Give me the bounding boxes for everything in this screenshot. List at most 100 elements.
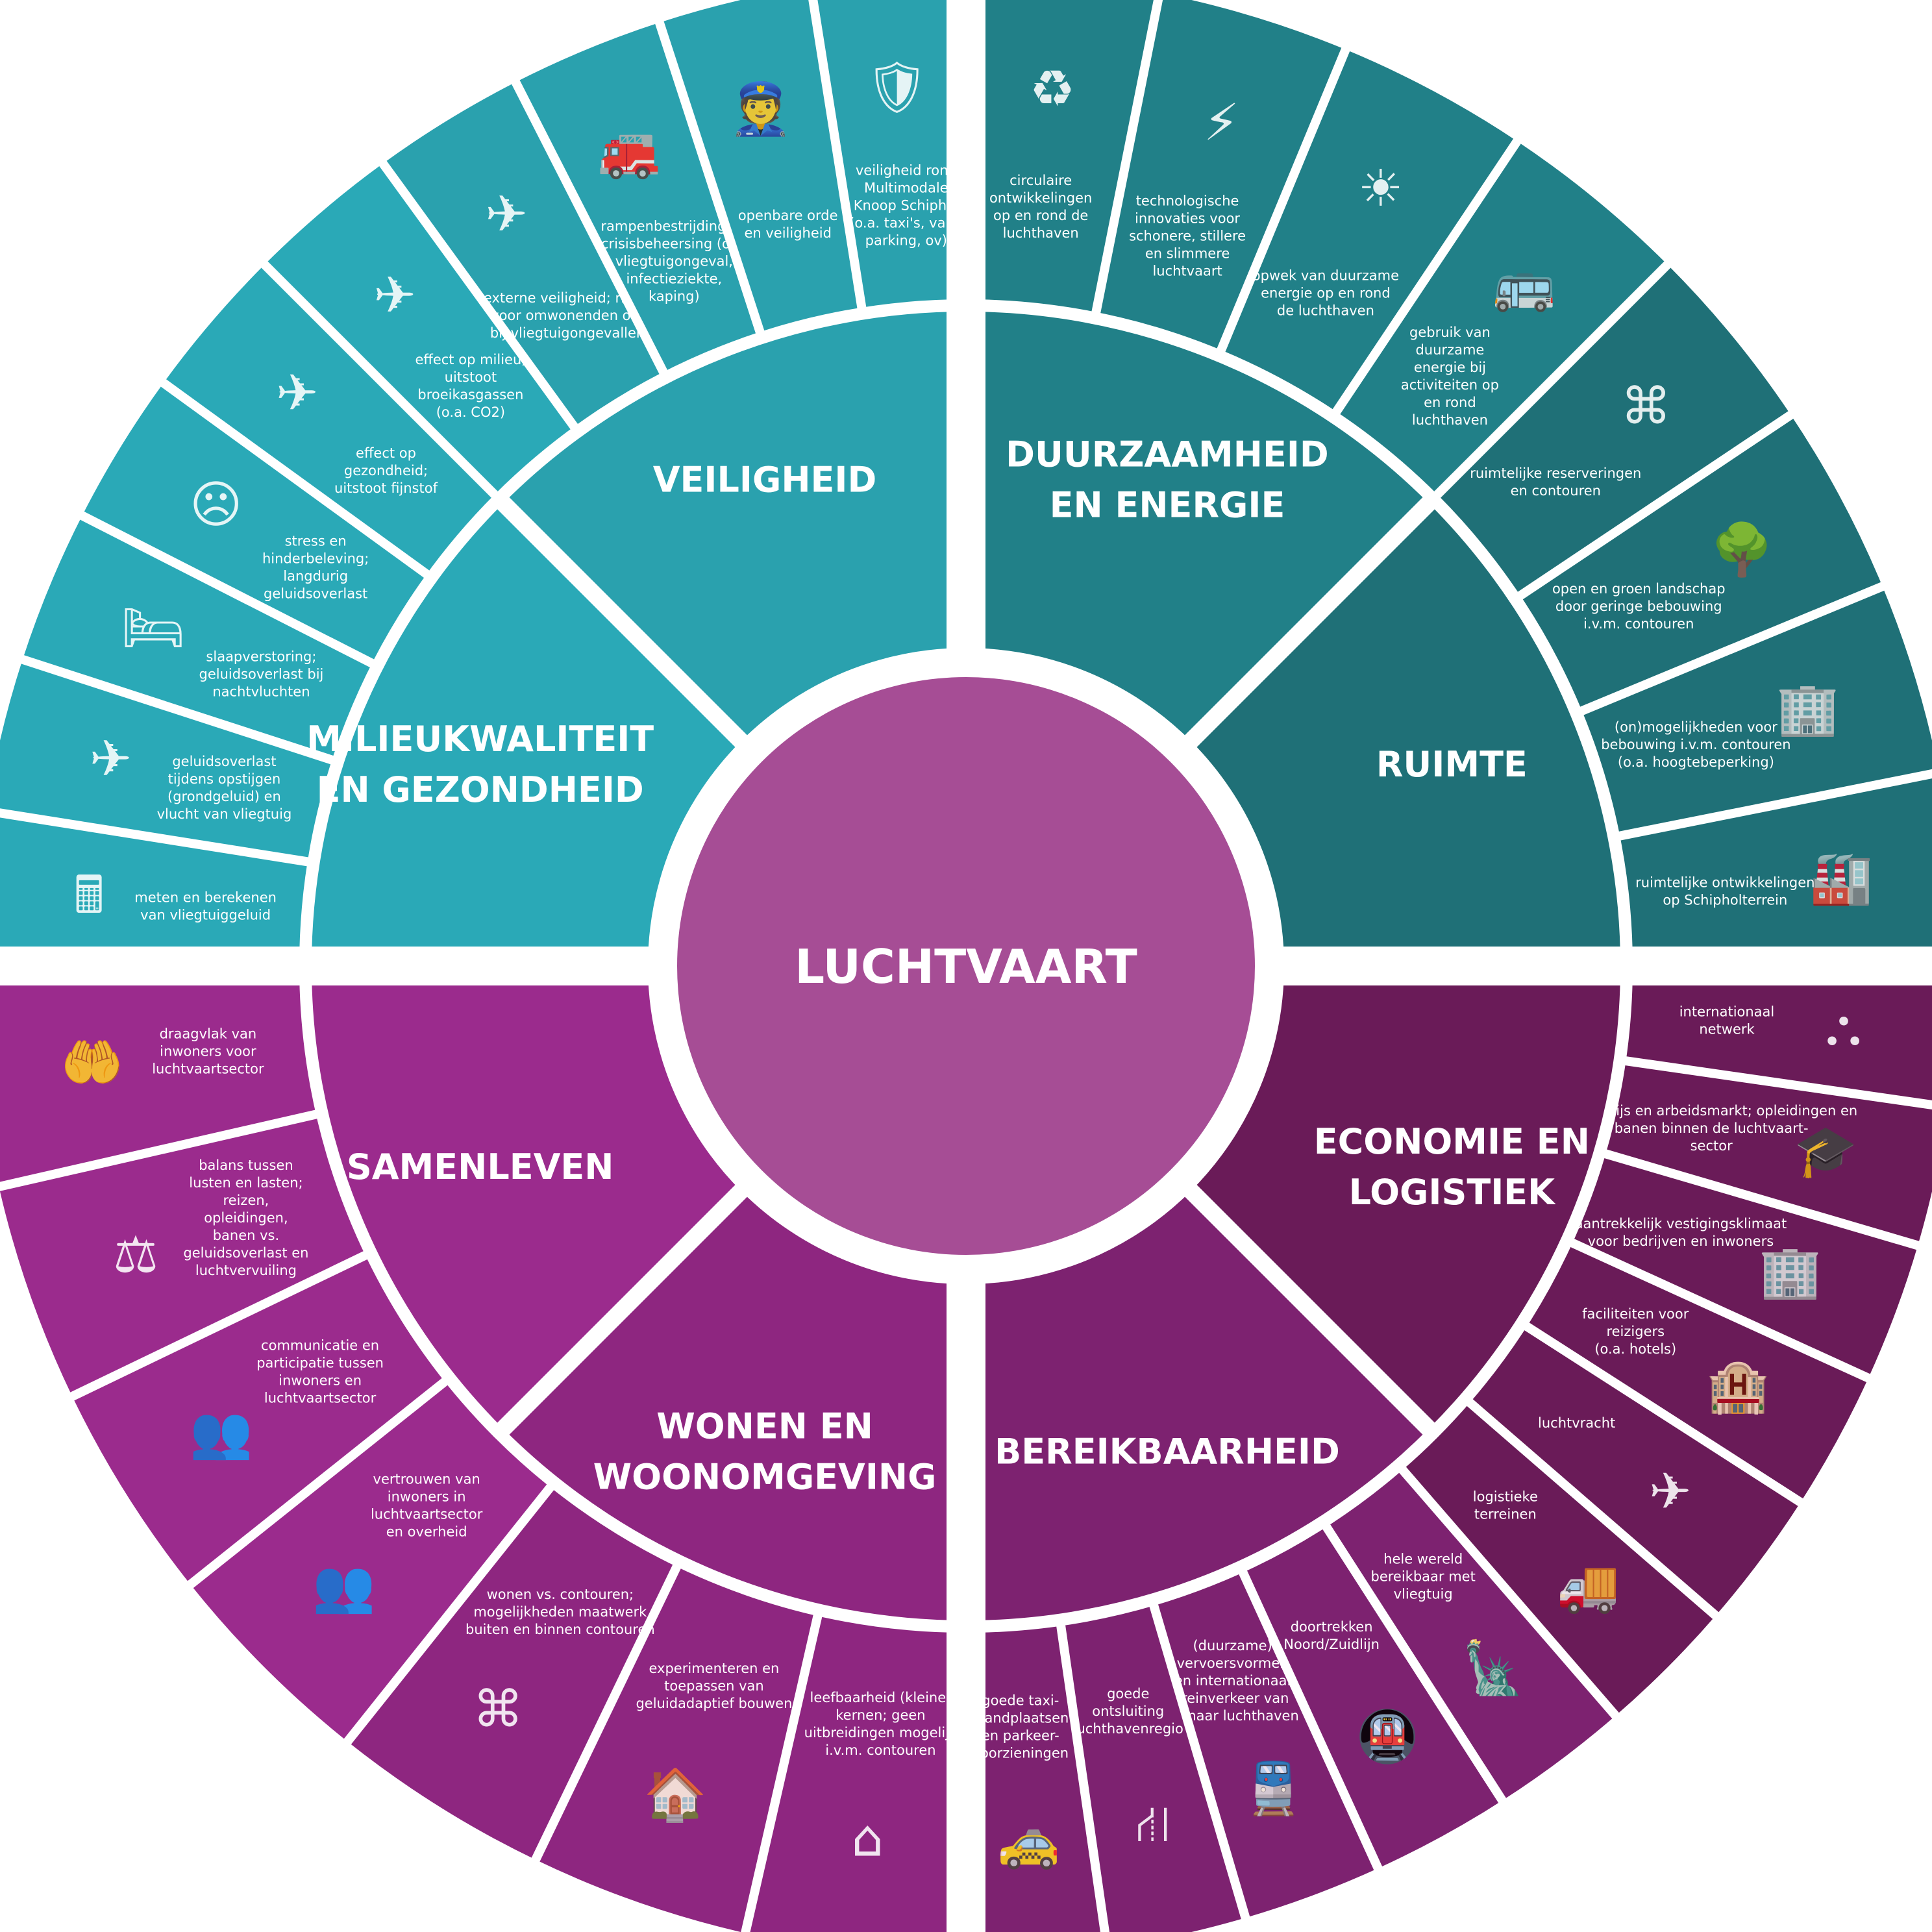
outer-cell-label-line: de luchthaven — [1277, 303, 1374, 319]
co2-plane-icon: ✈ — [373, 267, 415, 325]
outer-cell-label-line: banen binnen de luchtvaart- — [1615, 1121, 1809, 1136]
outer-cell-label-line: tijdens opstijgen — [168, 771, 281, 787]
outer-cell-label-line: en veiligheid — [744, 225, 831, 241]
outer-cell-label-line: broeikasgassen — [417, 387, 523, 402]
outer-cell-label-line: technologische — [1136, 193, 1239, 209]
outer-cell-label-line: balans tussen — [199, 1158, 293, 1173]
outer-cell-bg — [1326, 1468, 1616, 1801]
solar-panel-icon: ☀ — [1358, 160, 1404, 218]
outer-cell-label-line: participatie tussen — [256, 1356, 384, 1371]
outer-cell-bg — [659, 0, 862, 334]
outer-cell-divider — [150, 371, 433, 581]
outer-cell-label-line: luchtvracht — [1538, 1415, 1615, 1431]
outer-cell-bg — [1153, 1571, 1378, 1918]
outer-cell-label-line: luchtvaartsector — [371, 1506, 483, 1522]
metro-train-icon: 🚇 — [1356, 1707, 1419, 1766]
outer-cell-label-line: ruimtelijke ontwikkelingen — [1635, 874, 1814, 890]
outer-cell-divider — [650, 8, 766, 338]
outer-cell-label-line: schonere, stillere — [1129, 229, 1246, 244]
outer-cell-label-line: door geringe bebouwing — [1555, 599, 1722, 614]
outer-cell-bg — [0, 659, 334, 862]
outer-cell-divider — [808, 0, 867, 313]
inner-sector-label-line: SAMENLEVEN — [347, 1146, 614, 1187]
outer-cell-label-line: en slimmere — [1145, 246, 1230, 262]
outer-cell-label-line: leefbaarheid (kleine) — [810, 1690, 952, 1705]
outer-cell-label-line: luchthaven — [1003, 225, 1079, 241]
outer-cell-label-line: geluidsoverlast bij — [199, 666, 323, 682]
outer-cell-divider — [0, 808, 313, 867]
outer-cell-label-line: voor bedrijven en inwoners — [1588, 1233, 1774, 1249]
inner-sector-label: RUIMTE — [1376, 744, 1528, 785]
education-icon: 🎓 — [1794, 1122, 1857, 1181]
outer-cell-divider — [1148, 1600, 1254, 1932]
outer-cell-label-line: (on)mogelijkheden voor — [1615, 719, 1777, 735]
outer-cell-label-line: voor omwonenden om — [491, 308, 644, 323]
outer-cell-label-line: luchtvaartsector — [264, 1391, 377, 1406]
inner-sector-label-line: WONEN EN — [656, 1406, 873, 1446]
presentation-icon: 👥 — [190, 1404, 253, 1462]
outer-cell-label-line: netwerk — [1699, 1021, 1755, 1037]
inner-sector-bereikbaarheid: BEREIKBAARHEID — [985, 1164, 1438, 1622]
outer-cell-label-line: kernen; geen — [836, 1707, 925, 1723]
outer-cell-label-line: sector — [1690, 1138, 1733, 1154]
outer-cell-label-line: i.v.m. contouren — [1583, 616, 1694, 632]
inner-sector-bg — [310, 985, 741, 1430]
inner-sector-samenleven: SAMENLEVEN — [310, 985, 768, 1438]
outer-cell-label-line: doortrekken — [1291, 1619, 1373, 1635]
outer-cell-contour-map: ⌘wonen vs. contouren;mogelijkheden maatw… — [347, 1486, 683, 1874]
outer-cell-label-line: bij vliegtuigongevallen — [490, 325, 645, 341]
outer-cell-cargo-plane: ✈luchtvracht — [1468, 1320, 1814, 1616]
outer-cell-label: wonen vs. contouren;mogelijkheden maatwe… — [465, 1587, 655, 1637]
outer-cell-bg — [0, 1114, 367, 1396]
outer-cell-label-line: lusten en lasten; — [189, 1175, 303, 1191]
outer-cell-divider — [1615, 769, 1932, 841]
outer-cell-label-line: ontsluiting — [1092, 1703, 1164, 1719]
outer-cell-bg — [1468, 1326, 1801, 1616]
outer-cell-label-line: standplaatsen — [972, 1711, 1069, 1726]
outer-cell-bg — [0, 813, 309, 947]
outer-cell-label-line: hinderbeleving; — [262, 551, 369, 567]
outer-cell-bg — [22, 515, 373, 761]
logistics-truck-icon: 🚚 — [1557, 1557, 1620, 1616]
outer-cell-bg — [985, 1624, 1105, 1932]
outer-cell-bg — [1624, 985, 1932, 1105]
inner-sector-divider — [1164, 1164, 1438, 1438]
inner-sector-label-line: ECONOMIE EN — [1314, 1121, 1590, 1162]
outer-cell-label-line: luchthavenregio — [1073, 1721, 1183, 1737]
outer-cell-divider — [505, 68, 670, 378]
contour-map-icon: ⌘ — [1620, 377, 1671, 436]
outer-cell-label-line: energie op en rond — [1261, 286, 1391, 301]
outer-cell-label-line: luchtvaartsector — [152, 1061, 264, 1077]
inner-sector-divider — [494, 1164, 768, 1438]
outer-cell-bg — [1519, 415, 1883, 712]
outer-cell-label-line: (duurzame) — [1193, 1638, 1272, 1653]
outer-cell-label-line: internationaal — [1679, 1004, 1775, 1019]
outer-cell-divider — [526, 1560, 683, 1874]
